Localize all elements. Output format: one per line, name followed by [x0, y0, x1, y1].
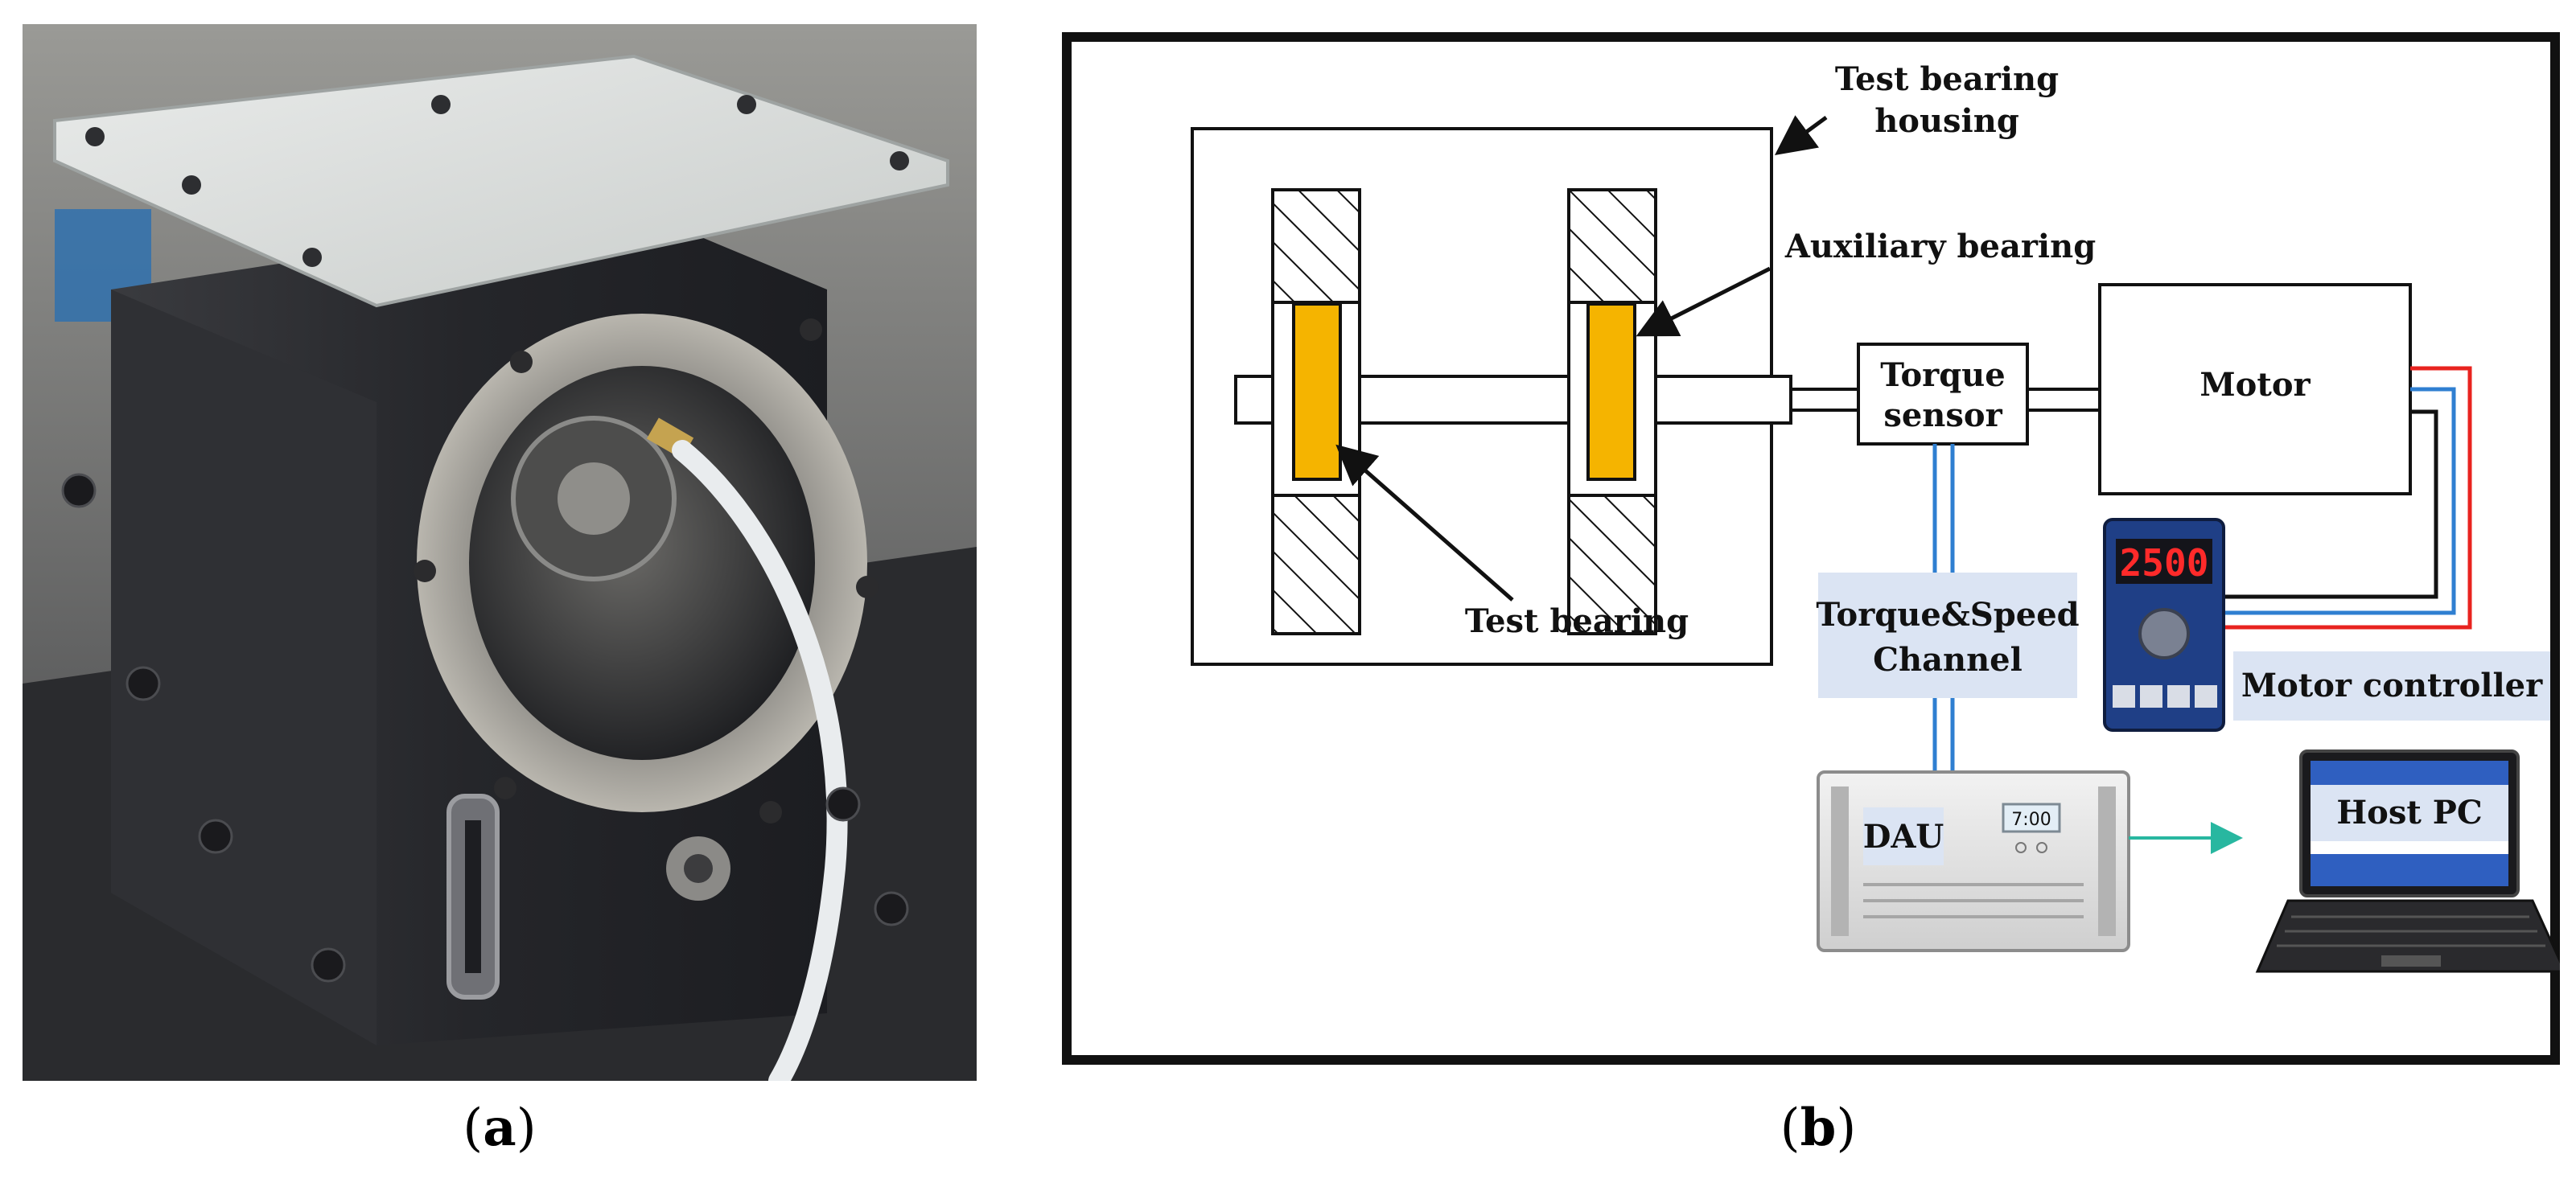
left-support-upper — [1271, 188, 1361, 304]
base-bolts — [61, 473, 909, 983]
controller-knob — [2138, 608, 2190, 659]
motor-controller-label-bg — [2233, 651, 2550, 721]
caption-a-letter: a — [483, 1098, 516, 1158]
acrylic-top-plate — [53, 54, 949, 308]
controller-display-value: 2500 — [2120, 541, 2209, 585]
ring-bolts — [414, 318, 879, 823]
motor-controller-label: Motor controller — [2241, 667, 2543, 704]
wire-red — [2220, 366, 2472, 630]
sight-glass-slot — [465, 820, 481, 973]
laptop-keyboard — [2255, 899, 2560, 973]
channel-label-line2: Channel — [1873, 641, 2023, 679]
test-bearing-arrow — [1335, 444, 1514, 602]
auxiliary-bearing-arrow — [1636, 266, 1772, 337]
host-pc-label: Host PC — [2336, 794, 2482, 832]
caption-a: (a) — [463, 1098, 537, 1158]
torque-sensor-label-line1: Torque — [1880, 356, 2005, 394]
dau-display — [2002, 803, 2061, 833]
wire-blue — [2220, 387, 2456, 615]
dau-led-2 — [2036, 842, 2047, 853]
bearing-center — [558, 462, 630, 535]
test-rig-photo — [23, 24, 977, 1081]
right-support-upper — [1567, 188, 1657, 304]
host-pc-label-highlight — [2311, 785, 2508, 841]
laptop-trackpad — [2381, 955, 2441, 967]
dau-vents — [1863, 883, 2084, 918]
caption-b: (b) — [1780, 1098, 1857, 1158]
test-bearing-label: Test bearing — [1465, 602, 1689, 640]
housing-side — [111, 290, 377, 1045]
dau-display-value: 7:00 — [2011, 810, 2051, 830]
test-rig-schematic: Test bearing housing Auxiliary bearing T… — [1062, 32, 2560, 1065]
channel-label-bg — [1818, 573, 2077, 698]
motor-label: Motor — [2199, 366, 2311, 404]
wire-black — [2220, 409, 2438, 599]
dau-handle-left — [1831, 786, 1849, 936]
housing-label-line2: housing — [1874, 102, 2019, 140]
test-bearing-element — [1292, 302, 1342, 481]
drain-plug-hex — [684, 854, 713, 883]
torque-sensor-box — [1857, 343, 2029, 446]
controller-display — [2116, 539, 2212, 584]
auxiliary-bearing-element — [1586, 302, 1636, 481]
dau-label: DAU — [1863, 818, 1944, 856]
housing-label-line1: Test bearing — [1835, 60, 2059, 98]
caption-b-letter: b — [1800, 1098, 1837, 1158]
laptop-keys — [2277, 915, 2545, 947]
dau-handle-right — [2098, 786, 2116, 936]
dau-led-1 — [2015, 842, 2027, 853]
controller-buttons — [2113, 685, 2217, 708]
dau-label-bg — [1863, 807, 1944, 865]
torque-sensor-label-line2: sensor — [1883, 396, 2002, 434]
motor-box — [2098, 283, 2412, 495]
channel-label-line1: Torque&Speed — [1816, 596, 2079, 634]
left-support-lower — [1271, 494, 1361, 635]
auxiliary-bearing-label: Auxiliary bearing — [1784, 228, 2096, 265]
housing-arrow — [1774, 115, 1828, 155]
plate-bolts — [85, 95, 909, 267]
